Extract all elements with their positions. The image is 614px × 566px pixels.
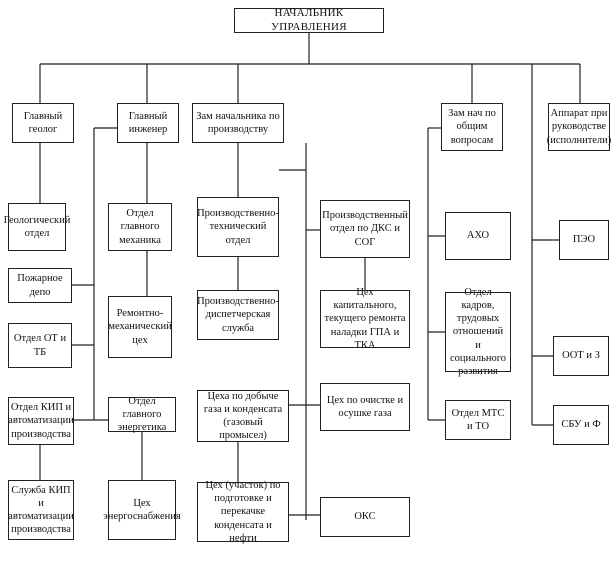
node-fire-label: Пожарное депо	[17, 273, 63, 298]
node-ot-tb-label: Отдел ОТ и ТБ	[13, 333, 67, 358]
node-oks[interactable]: ОКС	[320, 497, 410, 537]
node-head[interactable]: НАЧАЛЬНИК УПРАВЛЕНИЯ	[234, 6, 384, 33]
node-cap-repair[interactable]: Цех капитального, текущего ремонта налад…	[320, 287, 410, 351]
node-geolog-label: Главный геолог	[23, 110, 63, 135]
node-kip-dept[interactable]: Отдел КИП и автоматизации производства	[8, 397, 74, 445]
node-hr[interactable]: Отдел кадров, трудовых отношений и социа…	[445, 287, 511, 377]
node-dks-label: Производственный отдел по ДКС и СОГ	[322, 210, 408, 248]
node-chief-energy[interactable]: Отдел главного энергетика	[108, 395, 176, 434]
node-dispatch-label: Производственно-диспетчерская служба	[197, 296, 279, 334]
node-prep[interactable]: Цех (участок) по подготовке и перекачке …	[197, 480, 289, 544]
node-chief-mech-label: Отдел главного механика	[119, 208, 161, 246]
node-deputy-general[interactable]: Зам нач по общим вопросам	[441, 103, 503, 151]
node-geo-dept-label: Геологический отдел	[3, 214, 71, 239]
node-geo-dept[interactable]: Геологический отдел	[4, 203, 70, 251]
node-oot-label: ООТ и З	[562, 350, 600, 362]
node-aho[interactable]: АХО	[445, 212, 511, 260]
node-gas-prod-label: Цеха по добыче газа и конденсата (газовы…	[203, 390, 283, 442]
node-oks-label: ОКС	[354, 511, 376, 523]
node-apparatus[interactable]: Аппарат при руководстве (исполнители)	[546, 103, 612, 151]
node-engineer[interactable]: Главный инженер	[117, 103, 179, 143]
node-chief-energy-label: Отдел главного энергетика	[117, 395, 167, 434]
node-prep-label: Цех (участок) по подготовке и перекачке …	[205, 480, 281, 544]
node-energy-shop[interactable]: Цех энергоснабжения	[103, 480, 181, 540]
node-dispatch[interactable]: Производственно-диспетчерская служба	[197, 290, 279, 340]
node-kip-service-label: Служба КИП и автоматизации производства	[8, 484, 74, 536]
node-ot-tb[interactable]: Отдел ОТ и ТБ	[8, 323, 72, 368]
node-hr-label: Отдел кадров, трудовых отношений и социа…	[449, 287, 507, 377]
node-deputy-prod[interactable]: Зам начальника по производству	[192, 103, 284, 143]
node-repair[interactable]: Ремонтно-механический цех	[108, 296, 172, 358]
node-chief-mech[interactable]: Отдел главного механика	[108, 203, 172, 251]
node-engineer-label: Главный инженер	[128, 110, 168, 135]
node-ptd[interactable]: Производственно-технический отдел	[197, 197, 279, 257]
node-cleaning-label: Цех по очистке и осушке газа	[326, 394, 404, 419]
node-geolog[interactable]: Главный геолог	[12, 103, 74, 143]
node-apparatus-label: Аппарат при руководстве (исполнители)	[546, 108, 612, 146]
node-head-label: НАЧАЛЬНИК УПРАВЛЕНИЯ	[271, 6, 347, 33]
node-oot[interactable]: ООТ и З	[553, 336, 609, 376]
node-deputy-prod-label: Зам начальника по производству	[196, 110, 280, 135]
node-mts[interactable]: Отдел МТС и ТО	[445, 400, 511, 440]
node-deputy-general-label: Зам нач по общим вопросам	[448, 108, 496, 146]
node-dks[interactable]: Производственный отдел по ДКС и СОГ	[320, 200, 410, 258]
node-peo-label: ПЭО	[572, 234, 596, 246]
node-ptd-label: Производственно-технический отдел	[197, 208, 279, 246]
node-energy-shop-label: Цех энергоснабжения	[103, 497, 181, 522]
node-aho-label: АХО	[466, 230, 490, 242]
node-sbu-label: СБУ и Ф	[561, 419, 601, 431]
node-repair-label: Ремонтно-механический цех	[108, 308, 172, 346]
node-kip-service[interactable]: Служба КИП и автоматизации производства	[8, 480, 74, 540]
node-gas-prod[interactable]: Цеха по добыче газа и конденсата (газовы…	[197, 390, 289, 442]
node-peo[interactable]: ПЭО	[559, 220, 609, 260]
node-sbu[interactable]: СБУ и Ф	[553, 405, 609, 445]
node-cleaning[interactable]: Цех по очистке и осушке газа	[320, 383, 410, 431]
node-cap-repair-label: Цех капитального, текущего ремонта налад…	[324, 287, 406, 351]
node-mts-label: Отдел МТС и ТО	[451, 407, 505, 432]
node-fire[interactable]: Пожарное депо	[8, 268, 72, 303]
node-kip-dept-label: Отдел КИП и автоматизации производства	[8, 402, 74, 440]
